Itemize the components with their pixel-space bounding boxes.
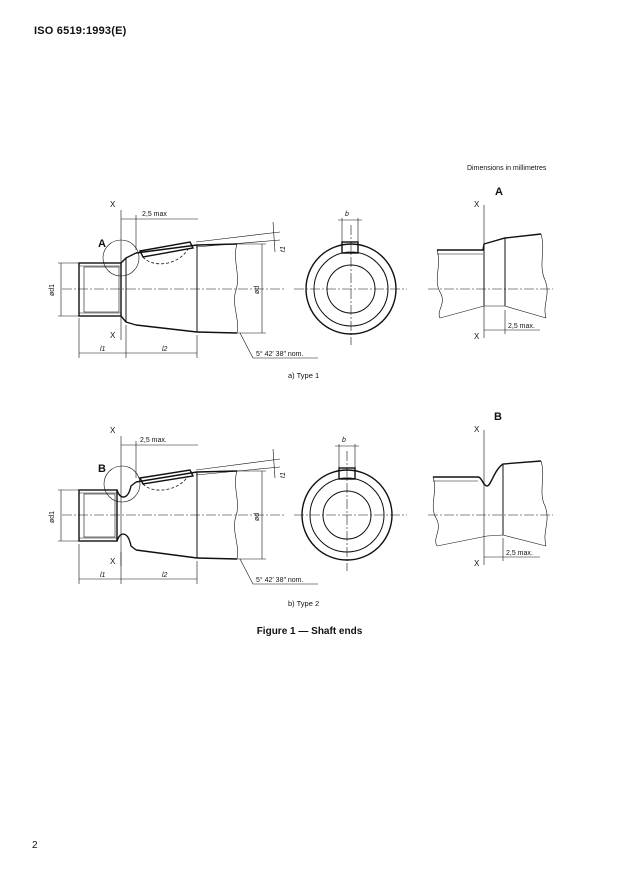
type1-section-mark-top: X (110, 200, 116, 209)
detail-a-section-top: X (474, 200, 480, 209)
type2-l1-label: l1 (100, 572, 106, 579)
type2-25max-label: 2,5 max. (140, 437, 167, 444)
type1-caption: a) Type 1 (288, 371, 320, 380)
type1-b-label: b (345, 211, 349, 218)
type1-l1-label: l1 (100, 346, 106, 353)
dimensions-note: Dimensions in millimetres (467, 165, 547, 172)
document-header: ISO 6519:1993(E) (34, 25, 127, 37)
type2-section-mark-bottom: X (110, 557, 116, 566)
type2-caption: b) Type 2 (288, 599, 320, 608)
type2-t1-label: t1 (280, 472, 287, 478)
type2-taper-label: 5° 42′ 38″ nom. (256, 576, 304, 584)
detail-b-title: B (494, 411, 502, 423)
type1-section-mark-bottom: X (110, 331, 116, 340)
detail-a-25max-label: 2,5 max. (508, 323, 535, 330)
type1-d-label: ød (254, 286, 261, 294)
type2-d1-label: ød1 (49, 511, 56, 523)
detail-a: A 2,5 max. X X (428, 186, 553, 341)
type1-l2-label: l2 (162, 346, 168, 353)
type1-taper-label: 5° 42′ 38″ nom. (256, 350, 304, 358)
type1-side-view: X X 2,5 max A l1 l2 ød1 ød t1 5° 42′ 38″… (49, 200, 318, 359)
page-number: 2 (32, 840, 38, 851)
type1-end-view: b (294, 211, 407, 345)
detail-b-section-top: X (474, 425, 480, 434)
type1-d1-label: ød1 (49, 284, 56, 296)
type1-25max-label: 2,5 max (142, 211, 167, 218)
detail-a-section-bottom: X (474, 332, 480, 341)
type2-section-mark-top: X (110, 426, 116, 435)
detail-b-25max-label: 2,5 max. (506, 550, 533, 557)
type2-d-label: ød (254, 513, 261, 521)
type2-side-view: X X 2,5 max. B l1 l2 ød1 ød t1 5° 42′ 38… (49, 426, 318, 585)
type1-detail-label: A (98, 238, 106, 250)
detail-b: B 2,5 max. X X (428, 411, 553, 568)
type2-l2-label: l2 (162, 572, 168, 579)
type1-t1-label: t1 (280, 246, 287, 252)
type2-end-view: b (294, 437, 407, 571)
type2-detail-label: B (98, 463, 106, 475)
detail-a-title: A (495, 186, 503, 198)
detail-b-section-bottom: X (474, 559, 480, 568)
type2-b-label: b (342, 437, 346, 444)
figure-title: Figure 1 — Shaft ends (256, 626, 363, 637)
